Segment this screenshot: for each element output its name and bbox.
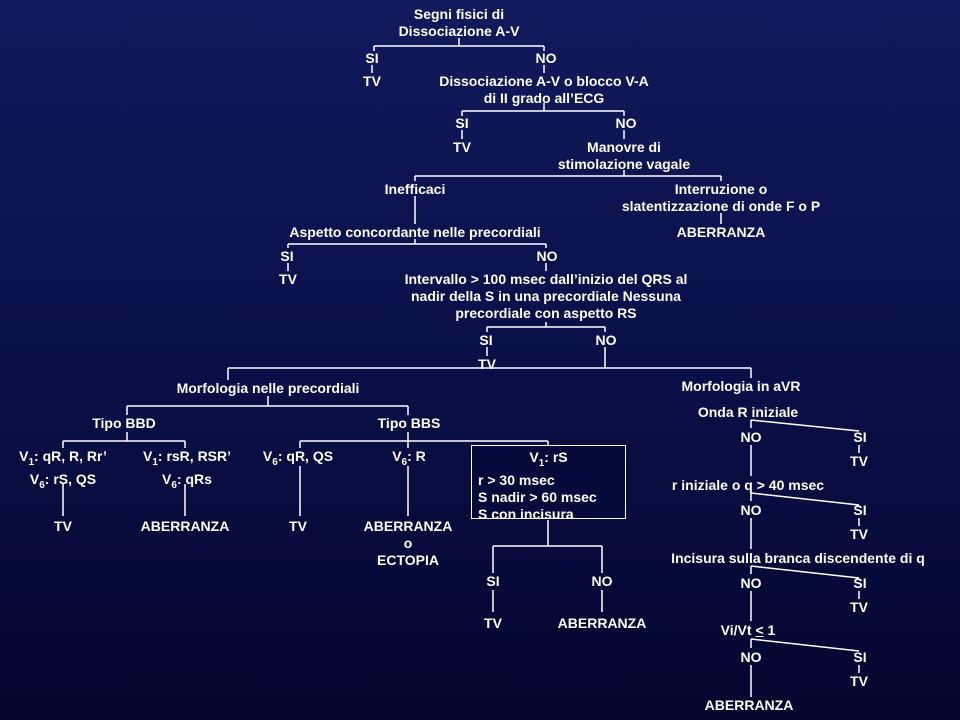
label-no: NO: [535, 50, 557, 66]
outcome-tv: TV: [453, 139, 471, 155]
label-no: NO: [740, 575, 762, 591]
outcome-tv: TV: [850, 526, 868, 542]
node-bbd-qr: V1: qR, R, Rr’ V6: rS, QS: [19, 448, 107, 491]
node-tipo-bbd: Tipo BBD: [92, 415, 156, 431]
node-morfologia-avr: Morfologia in aVR: [681, 378, 801, 394]
node-root: Segni fisici di Dissociazione A-V: [398, 6, 520, 39]
label-no: NO: [591, 573, 613, 589]
label-si: SI: [280, 248, 294, 264]
label-no: NO: [740, 649, 762, 665]
node-vi-vt: Vi/Vt < 1: [720, 622, 776, 638]
label-no: NO: [740, 502, 762, 518]
label-no: NO: [740, 429, 762, 445]
outcome-tv: TV: [850, 673, 868, 689]
node-bbs-qr: V6: qR, QS: [262, 448, 334, 468]
node-r-iniziale-q: r iniziale o q > 40 msec: [671, 477, 825, 493]
outcome-aberranza-ectopia: ABERRANZA o ECTOPIA: [363, 518, 453, 568]
node-aspetto-concordante: Aspetto concordante nelle precordiali: [289, 224, 541, 240]
label-si: SI: [853, 502, 867, 518]
node-intervallo-qrs: Intervallo > 100 msec dall’inizio del QR…: [404, 271, 688, 321]
node-bbs-rs-box: V1: rS r > 30 msec S nadir > 60 msec S c…: [471, 445, 626, 522]
node-incisura-branca: Incisura sulla branca discendente di q: [671, 550, 925, 566]
label-no: NO: [595, 332, 617, 348]
outcome-aberranza: ABERRANZA: [140, 518, 230, 534]
label-no: NO: [536, 248, 558, 264]
outcome-tv: TV: [289, 518, 307, 534]
label-si: SI: [486, 573, 500, 589]
outcome-tv: TV: [484, 615, 502, 631]
outcome-aberranza: ABERRANZA: [557, 615, 647, 631]
outcome-tv: TV: [363, 73, 381, 89]
node-bbd-rsr: V1: rsR, RSR’ V6: qRs: [142, 448, 232, 491]
node-manovre-vagali: Manovre di stimolazione vagale: [557, 139, 691, 172]
outcome-tv: TV: [850, 453, 868, 469]
label-si: SI: [853, 429, 867, 445]
outcome-tv: TV: [279, 271, 297, 287]
node-onda-r-iniziale: Onda R iniziale: [697, 404, 799, 420]
node-inefficaci: Inefficaci: [384, 181, 446, 197]
label-si: SI: [479, 332, 493, 348]
label-si: SI: [853, 649, 867, 665]
outcome-tv: TV: [54, 518, 72, 534]
outcome-aberranza: ABERRANZA: [676, 224, 766, 240]
node-dissociazione-blocco: Dissociazione A-V o blocco V-A di II gra…: [439, 73, 649, 106]
node-tipo-bbs: Tipo BBS: [377, 415, 441, 431]
label-no: NO: [615, 115, 637, 131]
node-bbs-r: V6: R: [392, 448, 426, 468]
node-morfologia-precordiali: Morfologia nelle precordiali: [176, 380, 360, 396]
label-si: SI: [365, 50, 379, 66]
label-si: SI: [853, 575, 867, 591]
outcome-aberranza: ABERRANZA: [704, 697, 794, 713]
node-interruzione: Interruzione o slatentizzazione di onde …: [621, 181, 821, 214]
outcome-tv: TV: [478, 356, 496, 372]
outcome-tv: TV: [850, 599, 868, 615]
label-si: SI: [455, 115, 469, 131]
